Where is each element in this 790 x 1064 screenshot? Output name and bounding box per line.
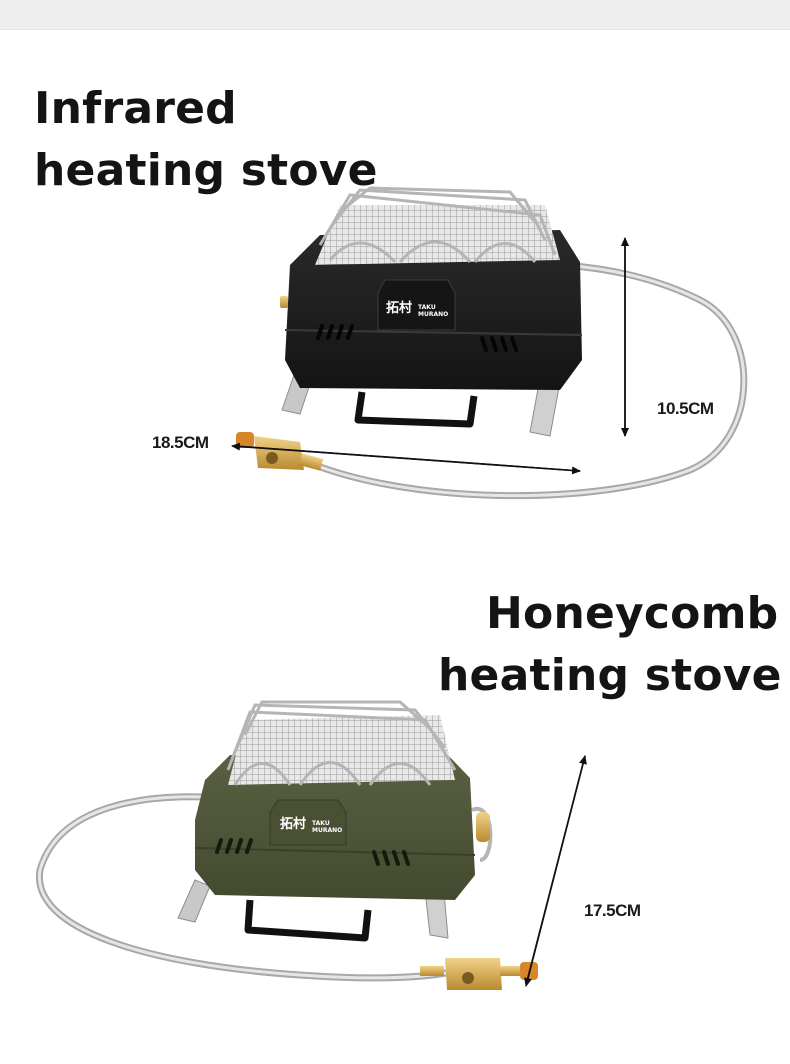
brand-cn: 拓村 <box>386 301 413 316</box>
infrared-stove-image <box>236 186 748 500</box>
height-dimension-label: 10.5CM <box>657 399 714 418</box>
top-bar <box>0 0 790 30</box>
brand-en-line2: MURANO <box>418 311 449 318</box>
diagonal-dimension-label: 17.5CM <box>584 901 641 920</box>
title-line-1: Infrared <box>34 83 237 134</box>
honeycomb-stove-title: Honeycomb heating stove <box>438 583 782 707</box>
infrared-stove-title: Infrared heating stove <box>34 78 378 202</box>
honeycomb-stove-image <box>35 700 538 990</box>
title-line-2: heating stove <box>34 145 378 196</box>
brand-en-line2: MURANO <box>312 827 343 834</box>
brand-cn: 拓村 <box>280 817 307 832</box>
hose-dimension-label: 18.5CM <box>152 433 209 452</box>
brand-en-line1: TAKU <box>312 820 330 827</box>
title-line-1: Honeycomb <box>486 588 779 639</box>
title-line-2: heating stove <box>438 650 782 701</box>
brand-en-line1: TAKU <box>418 304 436 311</box>
